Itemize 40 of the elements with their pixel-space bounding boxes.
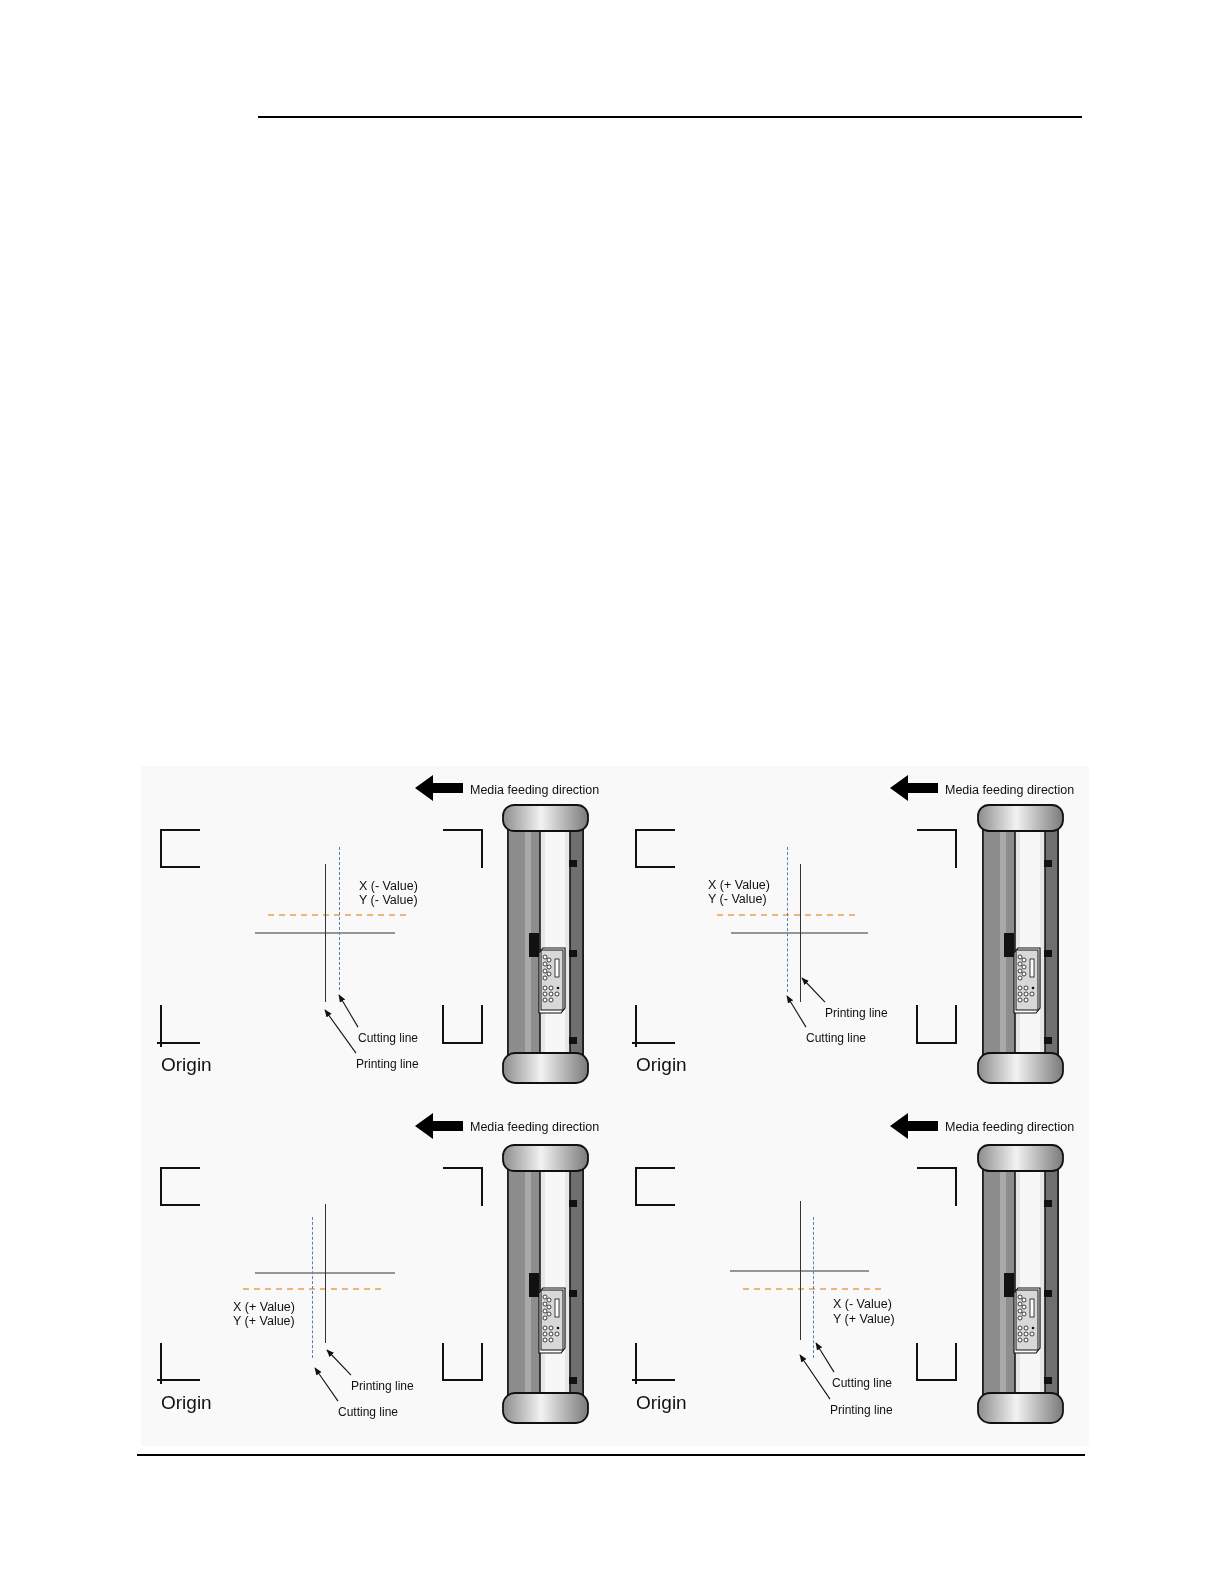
leader-line [326, 1349, 352, 1376]
origin-label: Origin [636, 1054, 687, 1076]
feed-direction-label: Media feeding direction [470, 782, 600, 798]
leader-label: Cutting line [358, 1032, 419, 1046]
leader-label: Printing line [351, 1380, 414, 1394]
feed-direction-label: Media feeding direction [945, 782, 1075, 798]
cutting-line [312, 1217, 313, 1358]
offset-value-label: X (+ Value) [708, 877, 770, 893]
leader-line [786, 995, 807, 1028]
leader-label: Cutting line [338, 1406, 399, 1420]
offset-value-label: X (- Value) [359, 878, 418, 894]
feed-direction-label: Media feeding direction [945, 1119, 1075, 1135]
printing-line [800, 864, 801, 1002]
offset-value-label: Y (+ Value) [233, 1313, 295, 1329]
origin-label: Origin [636, 1392, 687, 1414]
cutting-line [339, 847, 340, 990]
leader-line [815, 1342, 835, 1373]
leader-line [801, 977, 826, 1003]
offset-value-label: Y (+ Value) [833, 1311, 895, 1327]
leader-line [324, 1009, 357, 1054]
printing-line [325, 1204, 326, 1343]
printing-line [325, 864, 326, 1002]
leader-label: Cutting line [832, 1377, 893, 1391]
offset-value-label: X (- Value) [833, 1296, 892, 1312]
printing-line [800, 1201, 801, 1340]
offset-value-label: Y (- Value) [708, 891, 767, 907]
leader-label: Printing line [825, 1007, 888, 1021]
cutting-line [813, 1217, 814, 1358]
leader-line [314, 1367, 339, 1402]
origin-label: Origin [161, 1054, 212, 1076]
cutting-line [787, 847, 788, 992]
leader-line [338, 994, 359, 1028]
offset-value-label: X (+ Value) [233, 1299, 295, 1315]
leader-line [799, 1354, 831, 1400]
leader-label: Printing line [830, 1404, 893, 1418]
offset-value-label: Y (- Value) [359, 892, 418, 908]
leader-label: Cutting line [806, 1032, 867, 1046]
feed-direction-label: Media feeding direction [470, 1119, 600, 1135]
origin-label: Origin [161, 1392, 212, 1414]
leader-label: Printing line [356, 1058, 419, 1072]
